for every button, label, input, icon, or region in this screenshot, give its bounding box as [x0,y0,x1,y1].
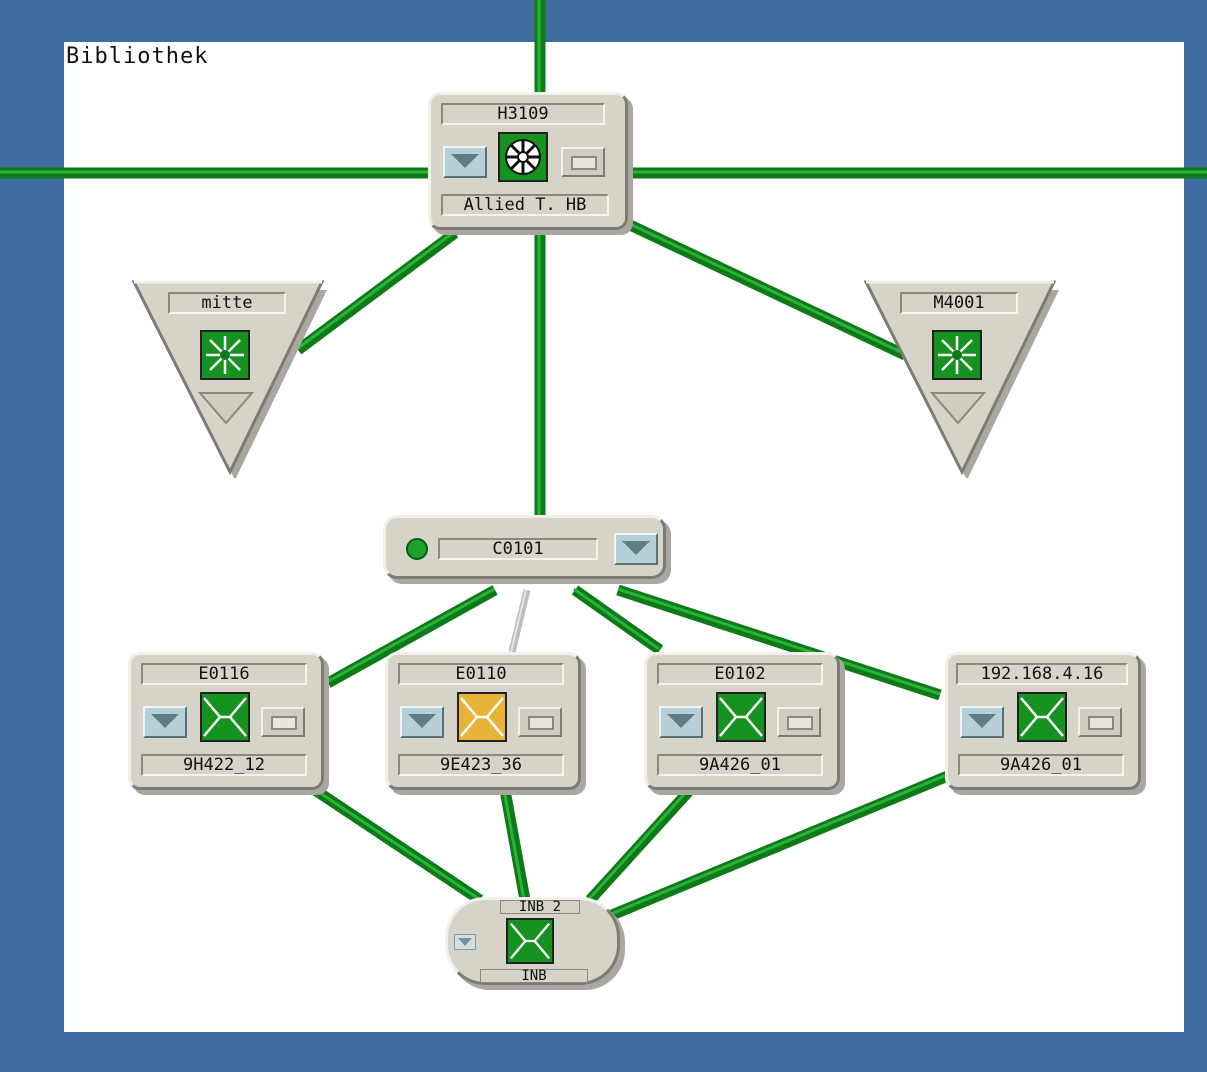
device-inb-title: INB 2 [500,900,580,914]
frame-top [0,0,1207,42]
device-192-168-4-16[interactable]: 192.168.4.16 9A426_01 [945,652,1141,790]
switch-cross-icon [716,692,766,742]
link-e0110-inb [499,789,531,901]
device-e0102-menu-button[interactable] [659,706,703,738]
hub-wheel-icon [498,132,548,182]
device-m4001-title: M4001 [900,292,1018,314]
device-e0116[interactable]: E0116 9H422_12 [128,652,324,790]
frame-bottom [0,1032,1207,1072]
device-h3109-message-button[interactable] [561,147,605,177]
switch-cross-icon [457,692,507,742]
device-e0102-title: E0102 [657,663,823,685]
device-c0101-menu-button[interactable] [614,533,658,565]
router-arrows-icon [200,330,250,380]
device-e0102-message-button[interactable] [777,707,821,737]
device-e0116-title: E0116 [141,663,307,685]
device-c0101-title: C0101 [438,538,598,560]
device-e0110-menu-button[interactable] [400,706,444,738]
device-e0102[interactable]: E0102 9A426_01 [644,652,840,790]
device-e0102-subtitle: 9A426_01 [657,754,823,776]
device-mitte[interactable]: mitte [130,278,330,478]
device-h3109-title: H3109 [441,103,605,125]
switch-cross-icon [200,692,250,742]
device-ip-menu-button[interactable] [960,706,1004,738]
router-arrows-icon [932,330,982,380]
link-c0101-e0110 [508,589,531,653]
device-e0116-menu-button[interactable] [143,706,187,738]
device-inb-subtitle: INB [480,969,588,983]
device-c0101[interactable]: C0101 [383,515,666,579]
link-e0116-inb [311,785,484,905]
device-m4001[interactable]: M4001 [862,278,1062,478]
device-mitte-title: mitte [168,292,286,314]
device-ip-title: 192.168.4.16 [956,663,1128,685]
device-e0110-subtitle: 9E423_36 [398,754,564,776]
switch-cross-icon [1017,692,1067,742]
link-e0102-inb [585,786,695,904]
device-inb[interactable]: INB 2 INB [445,897,620,985]
device-e0116-subtitle: 9H422_12 [141,754,307,776]
switch-cross-icon [506,918,554,964]
device-e0110-title: E0110 [398,663,564,685]
device-inb-menu-button[interactable] [454,934,476,950]
link-c0101-e0102 [571,585,664,655]
frame-left [0,0,64,1072]
device-ip-subtitle: 9A426_01 [958,754,1124,776]
canvas-title: Bibliothek [66,44,209,69]
device-e0110[interactable]: E0110 9E423_36 [385,652,581,790]
device-ip-message-button[interactable] [1078,707,1122,737]
device-e0116-message-button[interactable] [261,707,305,737]
status-led [406,538,428,560]
device-h3109[interactable]: H3109 Allied T. HB [428,92,628,230]
link-ip-inb [609,769,953,921]
device-e0110-message-button[interactable] [518,707,562,737]
device-h3109-subtitle: Allied T. HB [441,194,609,216]
frame-right [1184,0,1207,1072]
device-h3109-menu-button[interactable] [443,146,487,178]
